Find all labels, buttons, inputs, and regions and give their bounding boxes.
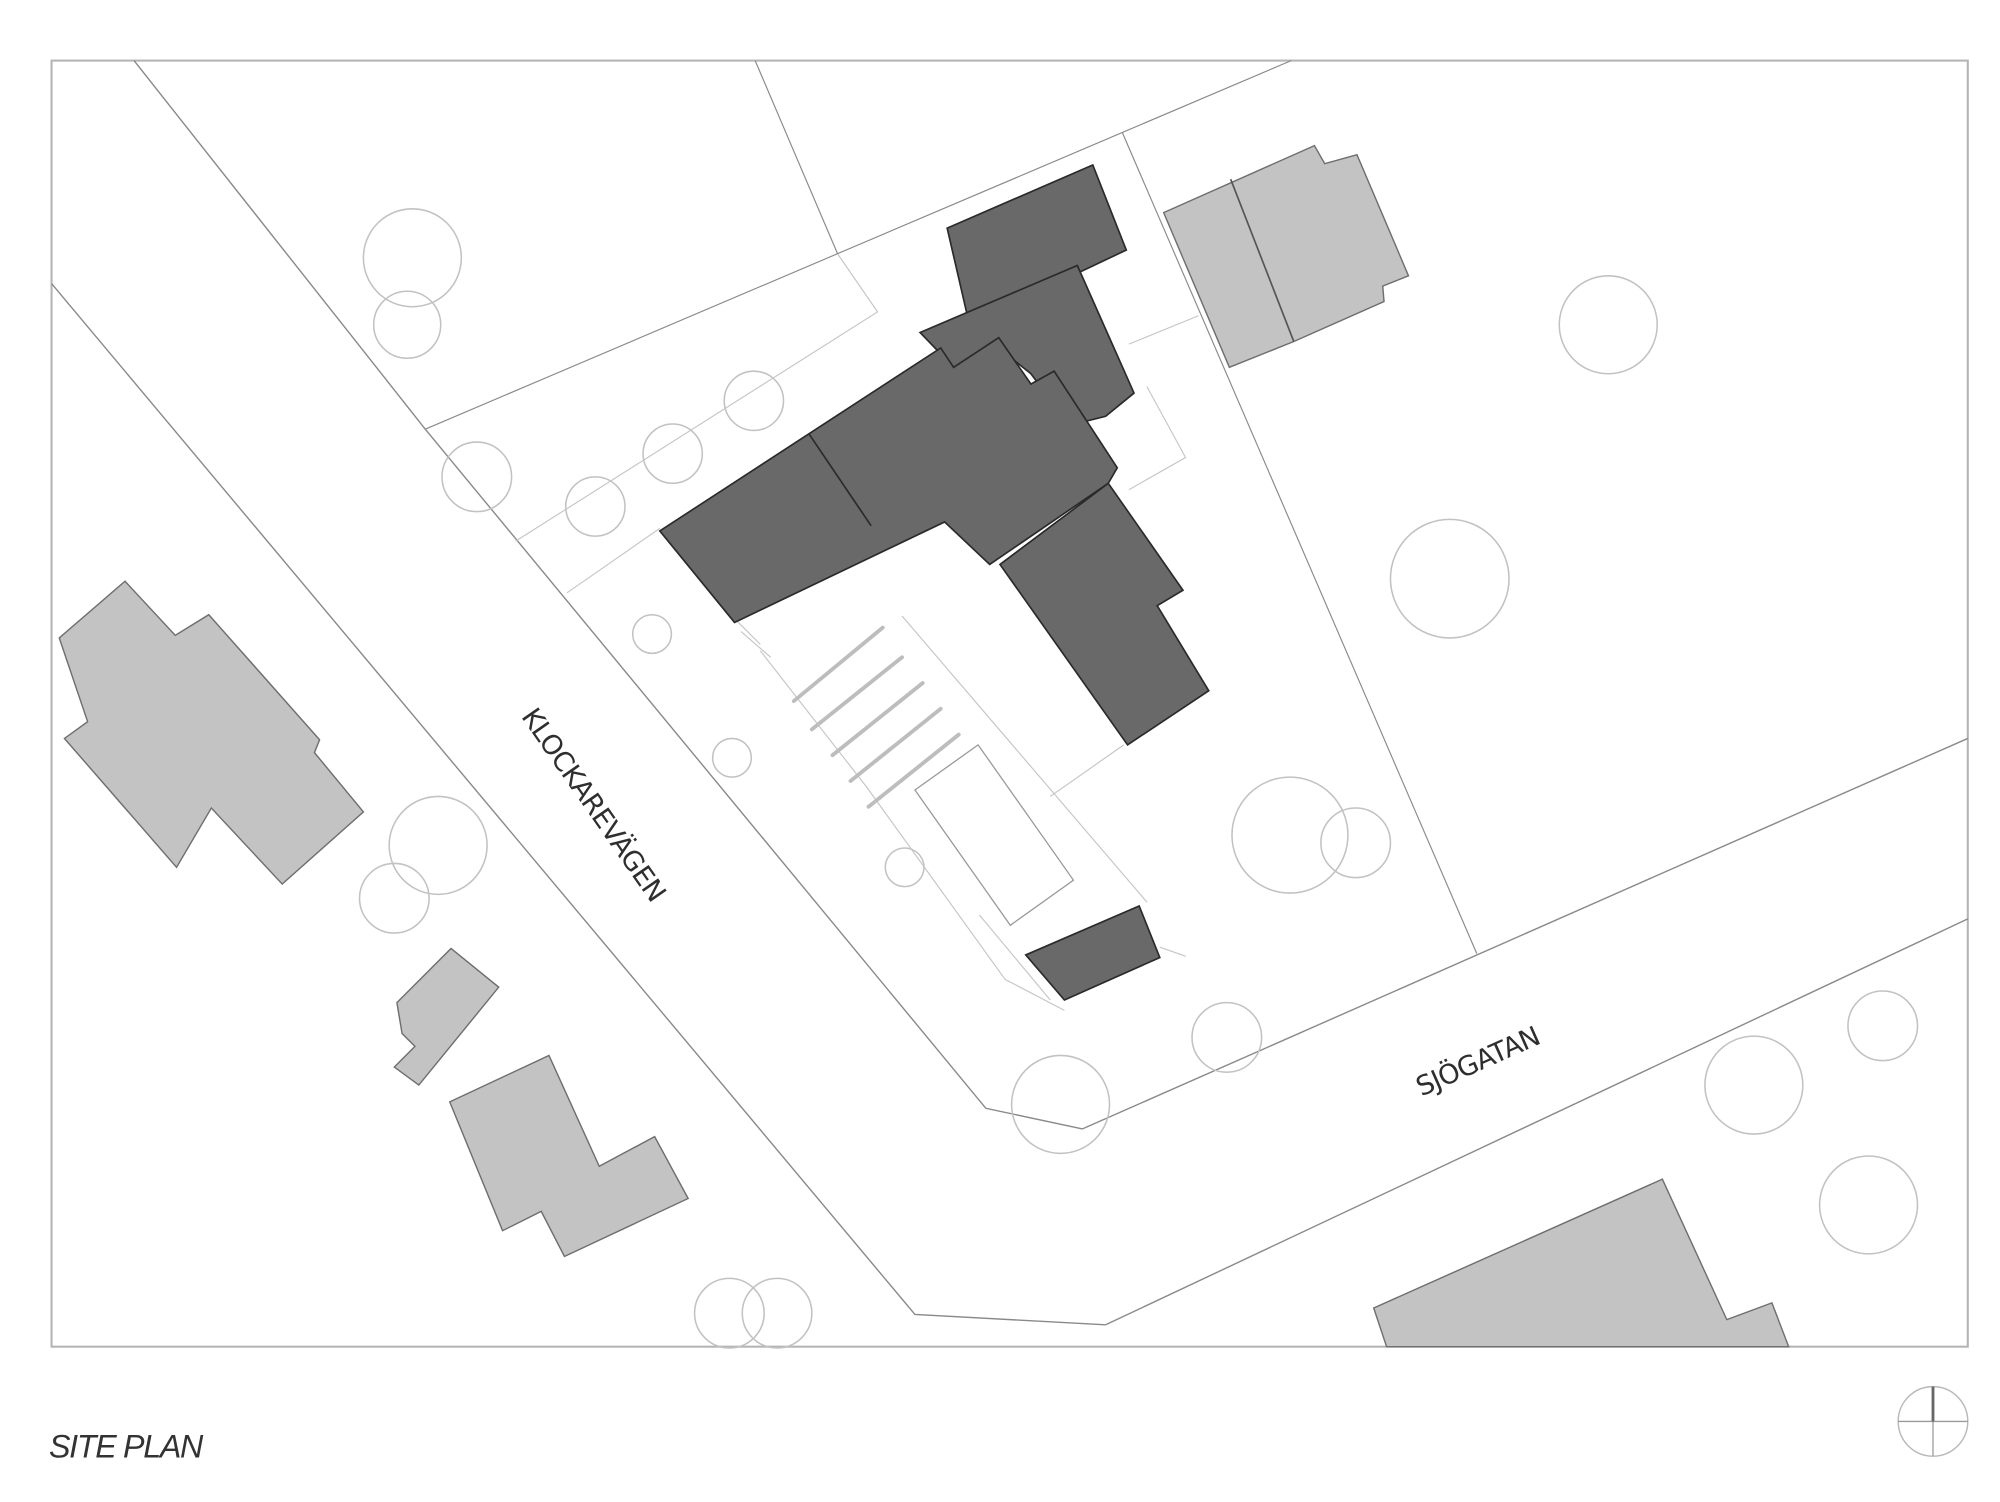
neighbour-house-west-3 [448, 1054, 690, 1258]
street-label-klockarevagen: KLOCKAREVÄGEN [515, 702, 672, 907]
tree-icon [741, 1277, 813, 1349]
main-building [658, 163, 1210, 1002]
garage [1024, 904, 1161, 1002]
neighbour-house-west-1 [58, 580, 365, 886]
tree-icon [1704, 1035, 1804, 1135]
drawing-frame [50, 59, 1969, 1348]
tree-icon [441, 441, 513, 513]
trees [358, 208, 1919, 1349]
tree-icon [1558, 275, 1658, 375]
tree-icon [388, 795, 488, 896]
tree-icon [1847, 990, 1919, 1062]
tree-icon [1389, 518, 1510, 639]
sjogatan-road [1082, 737, 1969, 1326]
tree-icon [1818, 1155, 1919, 1255]
tree-icon [884, 847, 925, 888]
tree-icon [631, 613, 673, 655]
drawing-title: SITE PLAN [49, 1429, 204, 1465]
neighbour-house-ne-divider [1229, 178, 1295, 342]
property-lines [425, 60, 1478, 954]
neighbour-buildings [58, 144, 1790, 1348]
tree-icon [372, 290, 442, 360]
street-label-sjogatan: SJÖGATAN [1411, 1020, 1544, 1103]
tree-icon [1320, 807, 1392, 879]
tree-icon [723, 370, 785, 432]
pool-outline [914, 743, 1075, 927]
terrace-lines [515, 253, 1199, 1011]
compass-north-icon [1897, 1385, 1969, 1457]
tree-icon [564, 476, 626, 537]
neighbour-house-ne [1162, 144, 1410, 369]
tree-icon [1191, 1001, 1263, 1073]
neighbour-house-west-2 [393, 947, 500, 1087]
main-building-south-wing [998, 482, 1210, 747]
tree-icon [711, 737, 753, 778]
main-building-central [658, 336, 1119, 624]
tree-icon [693, 1277, 765, 1349]
tree-icon [1010, 1054, 1111, 1155]
tree-icon [642, 423, 704, 485]
tree-icon [1231, 776, 1349, 894]
tree-icon [358, 862, 430, 934]
tree-icon [362, 208, 463, 308]
neighbour-house-se [1372, 1178, 1790, 1348]
entrance-stairs [791, 625, 961, 809]
klockarevagen-road [51, 60, 1106, 1326]
